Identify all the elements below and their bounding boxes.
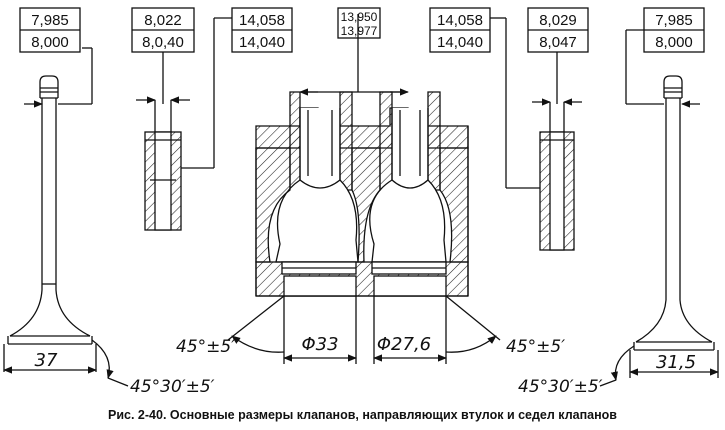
cylinder-head-section: [227, 14, 501, 364]
dimension-boxes: [19, 7, 705, 53]
right-guide: [490, 17, 582, 251]
figure-caption: Рис. 2-40. Основные размеры клапанов, на…: [108, 408, 617, 422]
left-valve-face-angle: 45°30′±5′: [130, 377, 215, 397]
right-valve-head-diameter: 31,5: [656, 352, 696, 373]
left-seat-angle: 45°±5′: [176, 337, 235, 357]
right-valve-stem-min: 8,000: [655, 34, 693, 51]
left-guide-outer-min: 14,040: [239, 34, 285, 51]
head-bore-max: 13,977: [341, 24, 378, 38]
right-guide-outer-max: 14,058: [437, 12, 483, 29]
dimension-texts: 7,985 8,000 8,022 8,0,40 14,058 14,040 1…: [31, 10, 696, 397]
left-seat-diameter: Φ33: [301, 334, 338, 355]
right-guide-bore-max: 8,047: [539, 34, 577, 51]
left-valve: [3, 47, 129, 387]
left-guide-bore-min: 8,022: [144, 12, 182, 29]
left-guide: [136, 17, 232, 231]
left-guide-outer-max: 14,058: [239, 12, 285, 29]
right-guide-outer-min: 14,040: [437, 34, 483, 51]
head-bore-min: 13,950: [341, 10, 378, 24]
right-valve-stem-max: 7,985: [655, 12, 693, 29]
right-valve: [599, 29, 719, 387]
left-guide-bore-max: 8,0,40: [142, 34, 184, 51]
right-seat-angle: 45°±5′: [506, 337, 565, 357]
left-valve-stem-min: 8,000: [31, 34, 69, 51]
right-valve-face-angle: 45°30′±5′: [518, 377, 603, 397]
left-valve-head-diameter: 37: [35, 350, 58, 371]
right-seat-diameter: Φ27,6: [377, 334, 431, 355]
right-guide-bore-min: 8,029: [539, 12, 577, 29]
left-valve-stem-max: 7,985: [31, 12, 69, 29]
